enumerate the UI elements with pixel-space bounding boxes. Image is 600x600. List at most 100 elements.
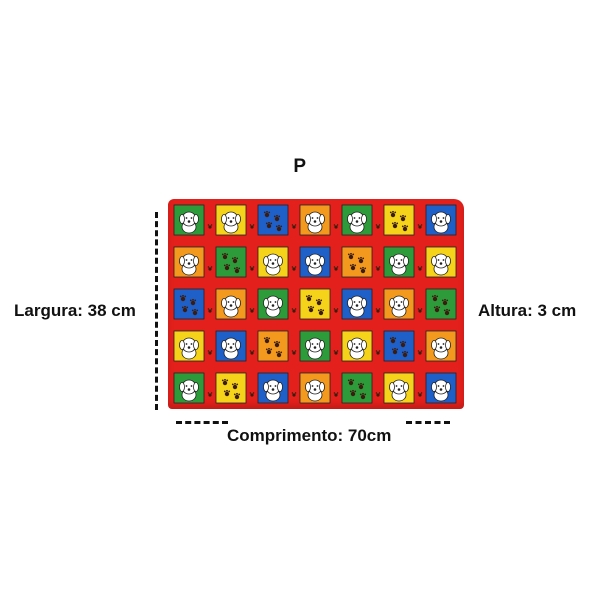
pattern-tile	[299, 288, 331, 320]
dog-icon	[305, 379, 325, 402]
pattern-tile	[383, 246, 415, 278]
dog-icon	[305, 253, 325, 276]
pattern-tile	[341, 372, 373, 404]
pattern-tile	[257, 372, 289, 404]
dog-icon	[179, 337, 199, 360]
dog-icon	[347, 337, 367, 360]
pattern-tile	[425, 246, 457, 278]
paw-print-icon	[375, 392, 381, 397]
paw-print-icon	[249, 392, 255, 397]
pattern-tile	[173, 246, 205, 278]
width-dimension-line	[155, 212, 158, 410]
paw-print-icon	[291, 266, 297, 271]
pattern-tile	[257, 288, 289, 320]
pattern-tile	[425, 330, 457, 362]
pattern-tile	[425, 288, 457, 320]
length-dimension-line-right	[406, 421, 450, 424]
dog-icon	[389, 379, 409, 402]
height-label: Altura: 3 cm	[478, 301, 577, 320]
pattern-tile	[173, 330, 205, 362]
pattern-tile	[299, 372, 331, 404]
dog-icon	[431, 379, 451, 402]
pattern-tile	[299, 204, 331, 236]
pet-mat-image	[168, 199, 464, 409]
dog-icon	[263, 295, 283, 318]
pattern-tile	[215, 330, 247, 362]
paw-print-icon	[263, 336, 283, 358]
pattern-tile	[257, 330, 289, 362]
pattern-tile	[383, 288, 415, 320]
pattern-tile	[341, 246, 373, 278]
paw-print-icon	[333, 266, 339, 271]
pattern-tile	[341, 288, 373, 320]
pattern-tile	[383, 204, 415, 236]
dog-icon	[305, 337, 325, 360]
paw-print-icon	[431, 294, 451, 316]
paw-print-icon	[207, 392, 213, 397]
paw-print-icon	[389, 210, 409, 232]
dog-icon	[221, 211, 241, 234]
paw-print-icon	[207, 350, 213, 355]
dog-icon	[431, 337, 451, 360]
pattern-tile	[215, 246, 247, 278]
dog-icon	[263, 379, 283, 402]
dog-icon	[263, 253, 283, 276]
pattern-tile	[215, 204, 247, 236]
paw-print-icon	[333, 308, 339, 313]
paw-print-icon	[347, 378, 367, 400]
paw-print-icon	[249, 224, 255, 229]
pattern-tile	[425, 372, 457, 404]
pattern-tile	[257, 204, 289, 236]
length-label: Comprimento: 70cm	[227, 426, 392, 445]
paw-print-icon	[375, 308, 381, 313]
pattern-tile	[215, 372, 247, 404]
paw-print-icon	[333, 392, 339, 397]
paw-print-icon	[221, 252, 241, 274]
paw-print-icon	[347, 252, 367, 274]
dog-icon	[431, 211, 451, 234]
size-label: P	[293, 156, 307, 177]
paw-print-icon	[221, 378, 241, 400]
paw-print-icon	[417, 224, 423, 229]
pattern-tile	[425, 204, 457, 236]
paw-print-icon	[375, 350, 381, 355]
paw-print-icon	[263, 210, 283, 232]
pattern-tile	[173, 204, 205, 236]
paw-print-icon	[375, 266, 381, 271]
paw-print-icon	[417, 392, 423, 397]
dog-icon	[179, 211, 199, 234]
paw-print-icon	[333, 350, 339, 355]
paw-print-icon	[375, 224, 381, 229]
paw-print-icon	[207, 266, 213, 271]
dog-pattern	[173, 204, 457, 404]
dog-icon	[347, 211, 367, 234]
pattern-tile	[383, 372, 415, 404]
paw-print-icon	[291, 392, 297, 397]
dog-icon	[221, 337, 241, 360]
pattern-tile	[173, 372, 205, 404]
paw-print-icon	[417, 350, 423, 355]
pattern-tile	[383, 330, 415, 362]
paw-print-icon	[249, 266, 255, 271]
paw-print-icon	[207, 224, 213, 229]
paw-print-icon	[305, 294, 325, 316]
pattern-tile	[341, 330, 373, 362]
pattern-tile	[173, 288, 205, 320]
pattern-tile	[341, 204, 373, 236]
dog-icon	[179, 253, 199, 276]
paw-print-icon	[179, 294, 199, 316]
dog-icon	[179, 379, 199, 402]
pattern-tile	[257, 246, 289, 278]
pattern-tile	[299, 330, 331, 362]
paw-print-icon	[207, 308, 213, 313]
paw-print-icon	[333, 224, 339, 229]
dog-icon	[389, 253, 409, 276]
dog-icon	[305, 211, 325, 234]
dog-icon	[347, 295, 367, 318]
pattern-tile	[215, 288, 247, 320]
paw-print-icon	[291, 350, 297, 355]
paw-print-icon	[291, 308, 297, 313]
dog-icon	[431, 253, 451, 276]
length-dimension-line-left	[176, 421, 228, 424]
dog-icon	[389, 295, 409, 318]
